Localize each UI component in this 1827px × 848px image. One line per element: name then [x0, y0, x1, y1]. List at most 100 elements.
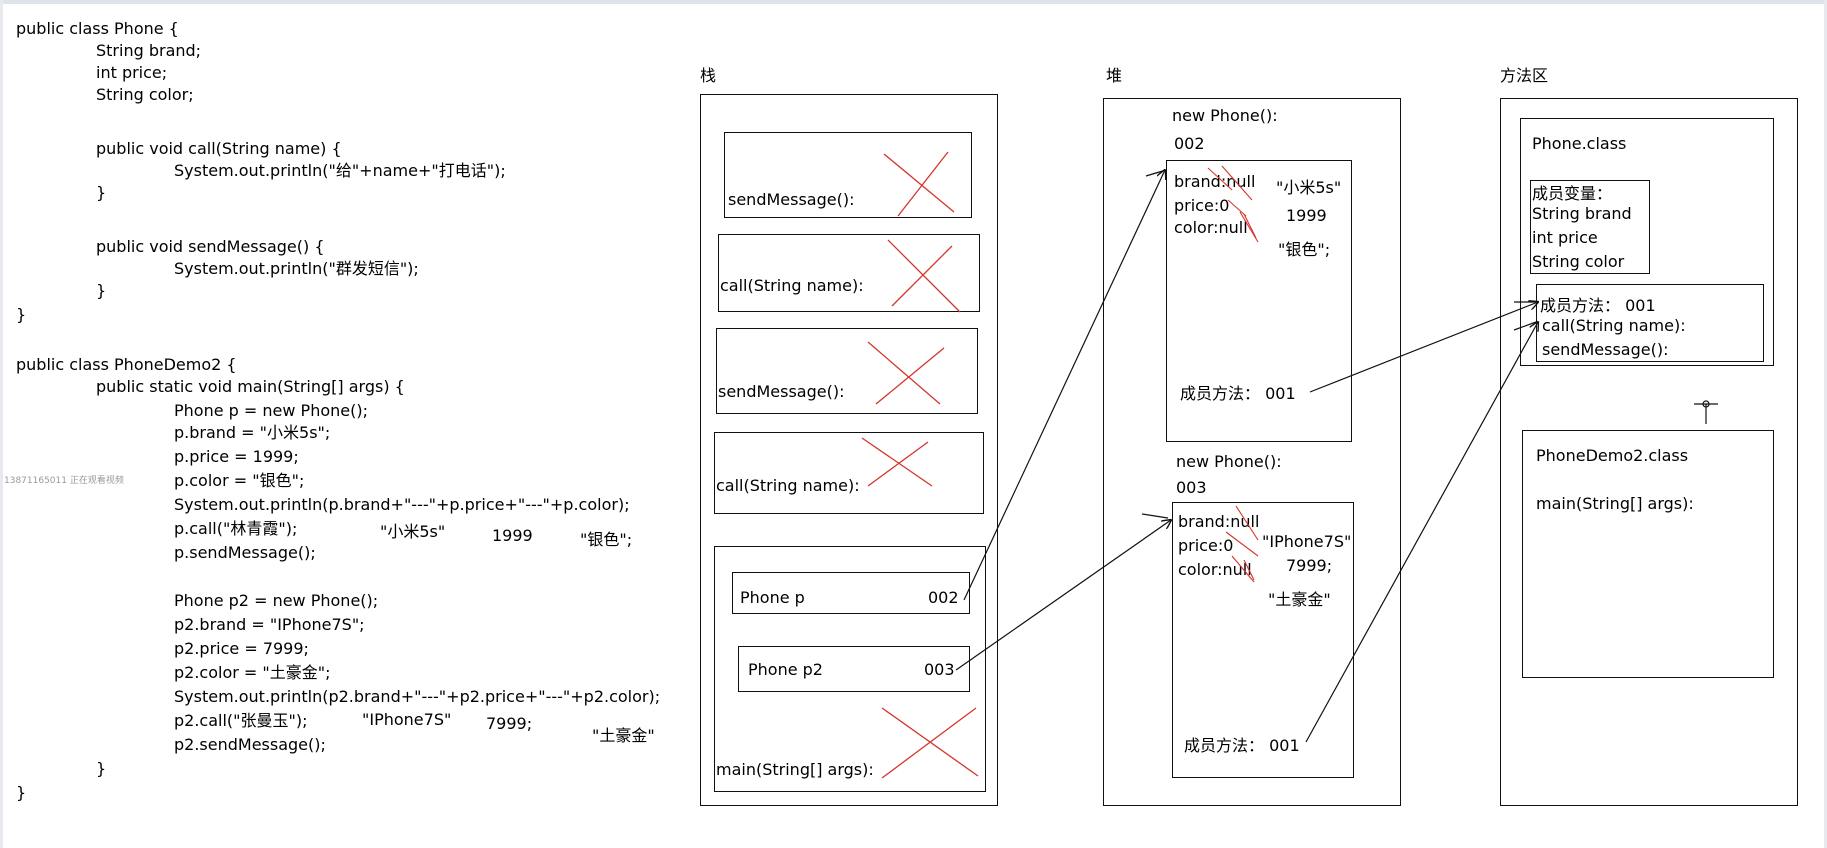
- code-line: System.out.println("给"+name+"打电话");: [174, 161, 506, 180]
- class-name: PhoneDemo2.class: [1536, 446, 1689, 465]
- method-item: main(String[] args):: [1536, 494, 1694, 513]
- member-variables: [1530, 180, 1650, 274]
- code-line: public void sendMessage() {: [96, 237, 325, 256]
- stack-frame-label: main(String[] args):: [716, 760, 874, 779]
- method-item: sendMessage():: [1542, 340, 1669, 359]
- variable-name: Phone p: [740, 588, 805, 607]
- code-line: Phone p2 = new Phone();: [174, 591, 379, 610]
- cross-icon: [887, 239, 961, 313]
- member-item: String color: [1532, 252, 1625, 271]
- code-line: }: [16, 783, 27, 802]
- code-line: p.price = 1999;: [174, 447, 299, 466]
- code-line: int price;: [96, 63, 168, 82]
- code-line: System.out.println("群发短信");: [174, 259, 419, 278]
- code-line: }: [96, 281, 107, 300]
- reference-arrow: [963, 170, 1165, 601]
- code-line: String color;: [96, 85, 194, 104]
- code-line: String brand;: [96, 41, 202, 60]
- variable-name: Phone p2: [748, 660, 823, 679]
- field-color-value: "银色";: [1278, 240, 1331, 259]
- method-ref: 成员方法： 001: [1180, 384, 1296, 403]
- code-line: }: [96, 183, 107, 202]
- variable-address: 003: [924, 660, 955, 679]
- heap-object-header: new Phone():: [1176, 452, 1282, 471]
- phonedemo2-class: [1522, 430, 1774, 678]
- code-line: public static void main(String[] args) {: [96, 377, 405, 396]
- field-brand: brand:null: [1174, 172, 1256, 191]
- method-ref: 成员方法： 001: [1184, 736, 1300, 755]
- code-line: }: [96, 759, 107, 778]
- field-price-value: 7999;: [1286, 556, 1333, 575]
- members-title: 成员变量：: [1532, 184, 1613, 203]
- heap-object-address: 002: [1174, 134, 1205, 153]
- reference-arrow: [955, 520, 1171, 671]
- method-arrow: [1309, 302, 1538, 393]
- heap-title: 堆: [1106, 66, 1123, 85]
- stack-frame-label: call(String name):: [716, 476, 860, 495]
- stack-frame-label: call(String name):: [720, 276, 864, 295]
- code-line: p.sendMessage();: [174, 543, 316, 562]
- annotation-brand-value: "小米5s": [380, 522, 446, 541]
- field-brand-value: "小米5s": [1276, 178, 1342, 197]
- stack-region: [700, 94, 998, 806]
- cross-icon: [881, 707, 979, 779]
- stack-frame: [716, 328, 978, 414]
- cross-icon: [867, 341, 945, 405]
- method-item: call(String name):: [1542, 316, 1686, 335]
- window-right-edge: [1824, 0, 1827, 848]
- annotation-color-value: "土豪金": [592, 726, 655, 745]
- phone-class: [1520, 118, 1774, 366]
- code-line: p2.call("张曼玉");: [174, 711, 308, 730]
- member-item: String brand: [1532, 204, 1632, 223]
- reference-arrow-tail: [1141, 513, 1169, 519]
- code-line: System.out.println(p2.brand+"---"+p2.pri…: [174, 687, 661, 706]
- heap-region: [1103, 98, 1401, 806]
- code-line: p.color = "银色";: [174, 471, 305, 490]
- method-area-title: 方法区: [1500, 66, 1549, 85]
- field-color-value: "土豪金": [1268, 590, 1331, 609]
- code-line: p2.price = 7999;: [174, 639, 309, 658]
- code-line: p2.color = "土豪金";: [174, 663, 331, 682]
- annotation-brand-value: "IPhone7S": [362, 710, 452, 729]
- method-arrow-tail: [1513, 321, 1537, 331]
- field-price: price:0: [1174, 196, 1230, 215]
- class-name: Phone.class: [1532, 134, 1627, 153]
- code-line: }: [16, 305, 27, 324]
- cross-icon: [861, 437, 933, 487]
- stack-frame: [718, 234, 980, 312]
- annotation-price-value: 1999: [492, 526, 533, 545]
- annotation-price-value: 7999;: [486, 714, 533, 733]
- heap-object-header: new Phone():: [1172, 106, 1278, 125]
- method-area-region: [1500, 98, 1798, 806]
- viewer-watermark: 13871165011 正在观看视频: [4, 476, 124, 486]
- field-brand: brand:null: [1178, 512, 1260, 531]
- member-item: int price: [1532, 228, 1598, 247]
- heap-object-address: 003: [1176, 478, 1207, 497]
- crosshair-cursor-icon: [1694, 400, 1718, 424]
- heap-object: [1166, 160, 1352, 442]
- code-line: p2.brand = "IPhone7S";: [174, 615, 365, 634]
- code-line: p.call("林青霞");: [174, 519, 298, 538]
- stack-frame-label: sendMessage():: [728, 190, 855, 209]
- field-color: color:null: [1178, 560, 1252, 579]
- window-left-edge: [0, 0, 3, 848]
- field-brand-value: "IPhone7S": [1262, 532, 1352, 551]
- stack-frame: [714, 432, 984, 514]
- code-line: System.out.println(p.brand+"---"+p.price…: [174, 495, 630, 514]
- cross-icon: [883, 151, 955, 217]
- field-price-value: 1999: [1286, 206, 1327, 225]
- stack-frame: [724, 132, 972, 218]
- reference-arrow-tail: [1145, 169, 1167, 177]
- method-arrow: [1305, 322, 1538, 743]
- code-line: public void call(String name) {: [96, 139, 342, 158]
- variable-address: 002: [928, 588, 959, 607]
- stack-variable-p: [732, 572, 970, 614]
- annotation-color-value: "银色";: [580, 530, 633, 549]
- stack-title: 栈: [700, 66, 717, 85]
- code-line: public class Phone {: [16, 19, 179, 38]
- code-line: p2.sendMessage();: [174, 735, 326, 754]
- stack-frame-main: [714, 546, 986, 792]
- methods-title: 成员方法： 001: [1540, 296, 1656, 315]
- code-line: p.brand = "小米5s";: [174, 423, 331, 442]
